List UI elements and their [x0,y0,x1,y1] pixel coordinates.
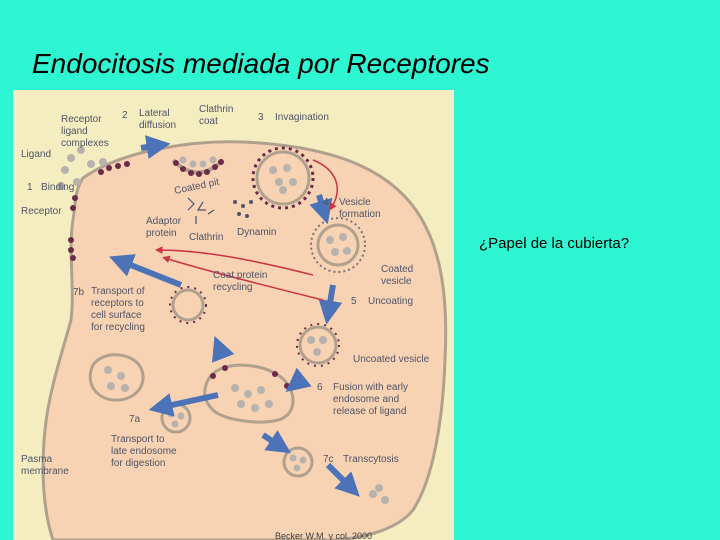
label-transport-3: cell surface [91,310,142,321]
label-formation: formation [339,209,381,220]
label-recycling: recycling [213,282,252,293]
step-1: 1 [27,182,33,193]
label-ligand: Ligand [21,149,51,160]
label-vesicle: Vesicle [339,197,371,208]
label-transcytosis: Transcytosis [343,454,399,465]
label-fusion-1: Fusion with early [333,382,408,393]
endocytosis-figure: Receptor ligand complexes Ligand 1 Bindi… [13,90,454,540]
label-dynamin: Dynamin [237,227,276,238]
label-binding: Binding [41,182,74,193]
label-receptor-ligand-3: complexes [61,138,109,149]
label-transport-4: for recycling [91,322,145,333]
label-transport-1: Transport of [91,286,145,297]
label-late-1: Transport to [111,434,165,445]
label-uncoated-vesicle: Uncoated vesicle [353,354,430,365]
step-7c: 7c [323,454,334,465]
label-vesicle-2: vesicle [381,276,412,287]
label-invagination: Invagination [275,112,329,123]
endocytosis-diagram: Receptor ligand complexes Ligand 1 Bindi… [13,90,454,540]
step-7b: 7b [73,287,85,298]
label-membrane: membrane [21,466,69,477]
label-receptor: Receptor [21,206,62,217]
label-lateral: Lateral [139,108,170,119]
label-pasma: Pasma [21,454,53,465]
label-clathrin-2: Clathrin [189,232,223,243]
coat-role-question: ¿Papel de la cubierta? [479,235,629,252]
step-7a: 7a [129,414,141,425]
label-transport-2: receptors to [91,298,144,309]
step-6: 6 [317,382,323,393]
cell-cytoplasm [43,142,446,540]
recycling-vesicle [170,287,206,323]
label-coat-protein: Coat protein [213,270,267,281]
label-clathrin: Clathrin [199,104,233,115]
label-coated: Coated [381,264,413,275]
label-adaptor: Adaptor [146,216,182,227]
label-late-2: late endosome [111,446,177,457]
step-3: 3 [258,112,264,123]
slide-title: Endocitosis mediada por Receptores [32,48,490,80]
label-receptor-ligand-2: ligand [61,126,88,137]
step-2: 2 [122,110,128,121]
label-receptor-ligand-1: Receptor [61,114,102,125]
step-5: 5 [351,296,357,307]
label-uncoating: Uncoating [368,296,413,307]
figure-credit: Becker W.M. y col. 2000 [275,531,372,540]
label-protein: protein [146,228,177,239]
step-4: 4 [323,197,329,208]
label-coat: coat [199,116,218,127]
label-late-3: for digestion [111,458,165,469]
label-diffusion: diffusion [139,120,176,131]
label-fusion-2: endosome and [333,394,399,405]
label-fusion-3: release of ligand [333,406,406,417]
